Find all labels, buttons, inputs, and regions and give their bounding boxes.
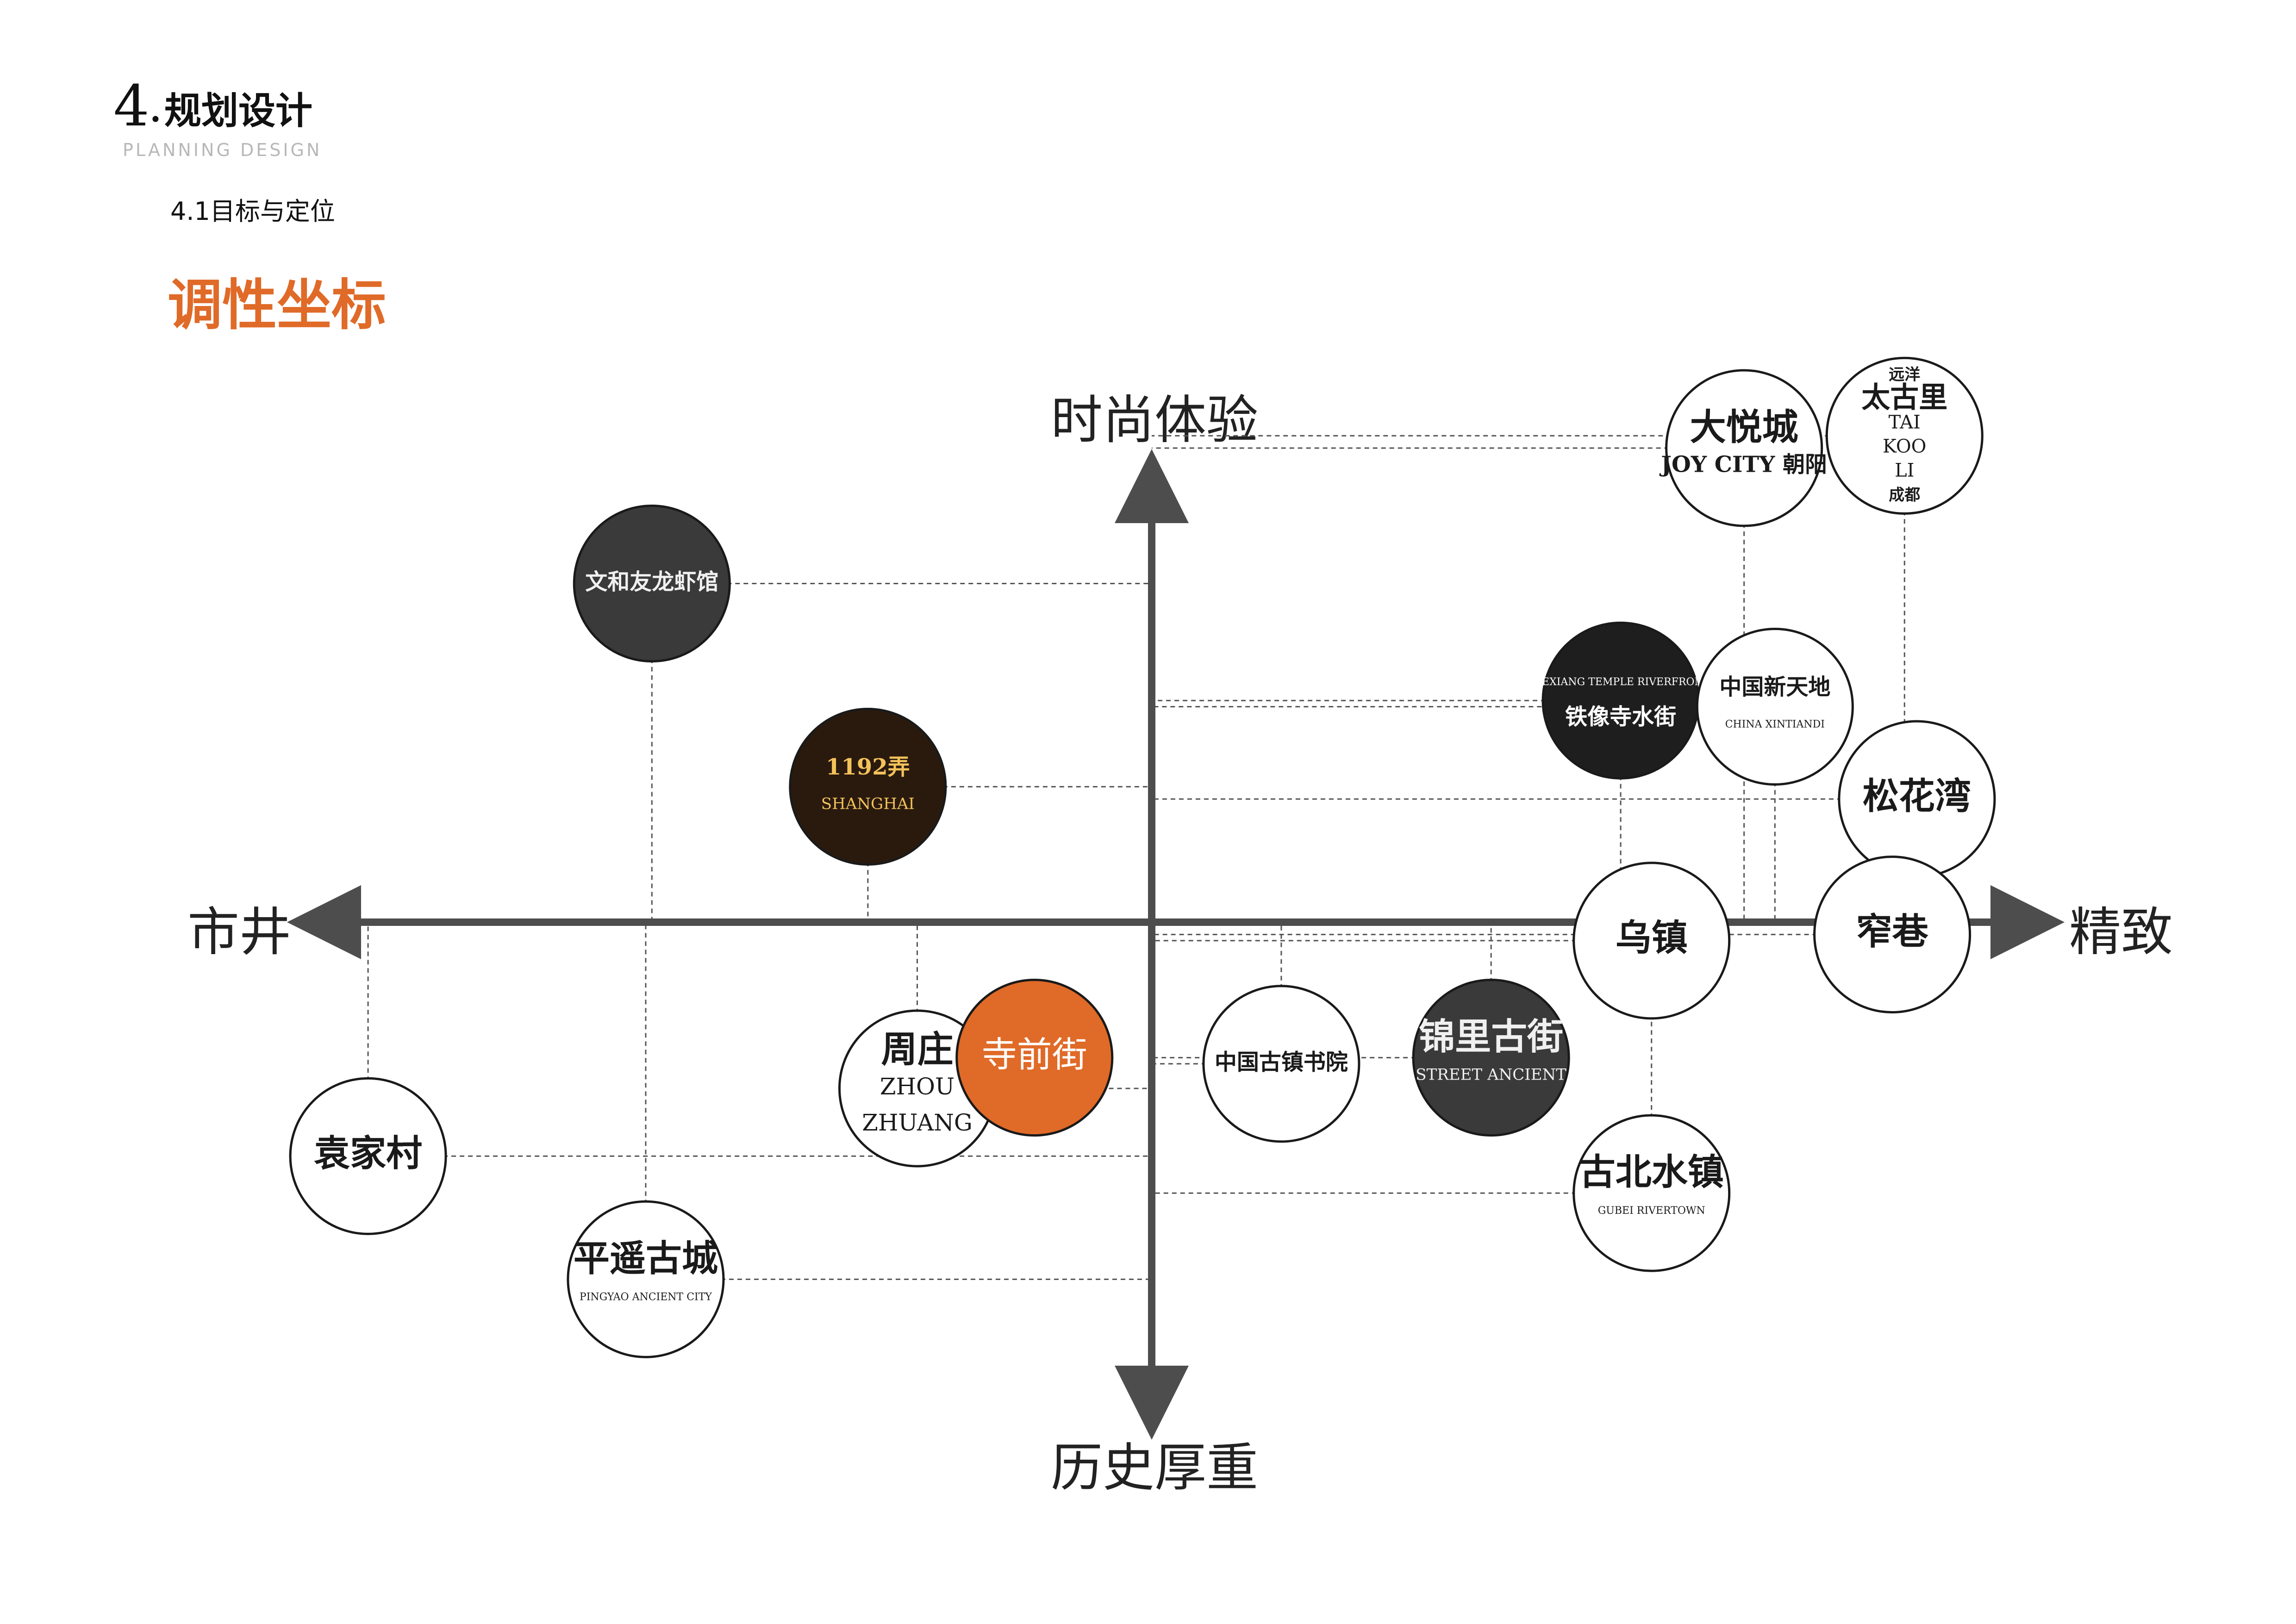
section-title: 规划设计 <box>164 89 312 132</box>
taikooli-label-2: TAI <box>1889 412 1921 433</box>
yuanjiacun-circle <box>289 1077 447 1235</box>
gubei-label-1: GUBEI RIVERTOWN <box>1598 1205 1705 1217</box>
wuzhen-label-0: 乌镇 <box>1616 917 1688 959</box>
section-dot: . <box>148 78 163 132</box>
logo-node-xintiandi: 中国新天地 CHINA XINTIANDI <box>1696 628 1854 786</box>
pingyao-label-0: 平遥古城 <box>574 1237 718 1280</box>
zhujiajiao-circle <box>1202 985 1360 1143</box>
logo-node-1192nong: 1192弄 SHANGHAI <box>789 707 947 866</box>
joycity-circle <box>1665 369 1823 527</box>
logo-node-pingyao: 平遥古城 PINGYAO ANCIENT CITY <box>567 1200 725 1358</box>
wuzhen-circle <box>1572 862 1731 1020</box>
logo-node-zhujiajiao: 中国古镇书院 <box>1202 985 1360 1143</box>
logo-node-yuanjiacun: 袁家村 <box>289 1077 447 1235</box>
zhouzhuang-label-2: ZHUANG <box>862 1109 973 1136</box>
zhujiajiao-label-0: 中国古镇书院 <box>1215 1049 1348 1075</box>
taikooli-label-0: 远洋 <box>1889 365 1920 384</box>
gubei-circle <box>1572 1114 1731 1272</box>
subsection-title: 4.1目标与定位 <box>170 197 335 226</box>
taikooli-label-4: LI <box>1895 460 1914 481</box>
wenheyou-circle <box>573 505 731 662</box>
pingyao-circle <box>567 1200 725 1358</box>
axis-label-right: 精致 <box>2069 902 2173 962</box>
section-title-en: PLANNING DESIGN <box>123 140 322 160</box>
highlight-circle <box>955 979 1114 1137</box>
highlight-label: 寺前街 <box>982 1034 1087 1075</box>
joycity-label-1: JOY CITY 朝阳 <box>1659 451 1827 477</box>
xintiandi-label-1: CHINA XINTIANDI <box>1725 719 1825 731</box>
axis-label-top: 时尚体验 <box>1051 390 1258 450</box>
axis-label-left: 市井 <box>187 902 291 962</box>
tiexiang-circle <box>1541 621 1700 780</box>
kuanzhai-circle <box>1813 856 1972 1014</box>
1192nong-circle <box>789 707 947 866</box>
1192nong-label-1: SHANGHAI <box>821 794 915 813</box>
taikooli-label-1: 太古里 <box>1861 380 1947 414</box>
logo-node-tiexiang: TIEXIANG TEMPLE RIVERFRONT 铁像寺水街 <box>1531 621 1710 780</box>
jinli-circle <box>1412 979 1570 1137</box>
jinli-label-0: 锦里古街 <box>1419 1016 1563 1058</box>
joycity-label-0: 大悦城 <box>1690 406 1798 448</box>
1192nong-label-0: 1192弄 <box>826 754 910 780</box>
yuanjiacun-label-0: 袁家村 <box>314 1132 422 1174</box>
logo-node-kuanzhai: 窄巷 <box>1813 856 1972 1014</box>
taikooli-circle <box>1825 356 1984 515</box>
songhuawan-label-0: 松花湾 <box>1863 775 1971 818</box>
kuanzhai-label-0: 窄巷 <box>1856 911 1929 953</box>
logo-node-songhuawan: 松花湾 <box>1838 720 1996 878</box>
taikooli-label-3: KOO <box>1883 436 1926 457</box>
xintiandi-label-0: 中国新天地 <box>1719 674 1830 700</box>
tiexiang-label-0: TIEXIANG TEMPLE RIVERFRONT <box>1531 676 1710 688</box>
highlight-node-siqianjie: 寺前街 <box>955 979 1114 1137</box>
zhouzhuang-label-1: ZHOU <box>880 1073 955 1100</box>
wenheyou-label-0: 文和友龙虾馆 <box>585 569 718 595</box>
logo-node-wenheyou: 文和友龙虾馆 <box>573 505 731 662</box>
logo-node-wuzhen: 乌镇 <box>1572 862 1731 1020</box>
pingyao-label-1: PINGYAO ANCIENT CITY <box>580 1291 712 1303</box>
xintiandi-circle <box>1696 628 1854 786</box>
logo-node-joycity: 大悦城 JOY CITY 朝阳 <box>1659 369 1827 527</box>
tiexiang-label-1: 铁像寺水街 <box>1565 704 1676 730</box>
gubei-label-0: 古北水镇 <box>1579 1151 1724 1193</box>
page-title: 调性坐标 <box>168 273 387 337</box>
section-number: 4 <box>113 73 150 139</box>
logo-node-gubei: 古北水镇 GUBEI RIVERTOWN <box>1572 1114 1731 1272</box>
zhouzhuang-label-0: 周庄 <box>881 1029 953 1071</box>
taikooli-label-5: 成都 <box>1889 486 1920 504</box>
logo-node-jinli: 锦里古街 STREET ANCIENT <box>1412 979 1570 1137</box>
jinli-label-1: STREET ANCIENT <box>1416 1066 1566 1084</box>
axis-label-bottom: 历史厚重 <box>1051 1438 1258 1498</box>
